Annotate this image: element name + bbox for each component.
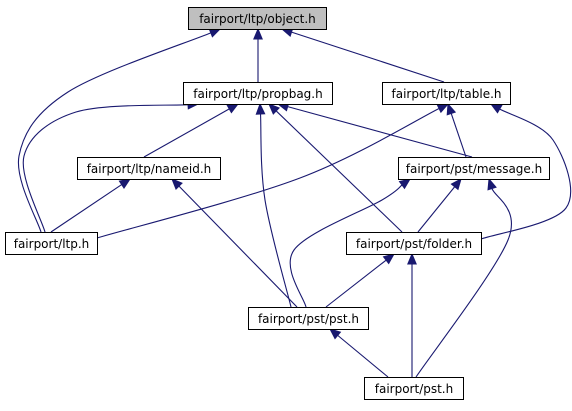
node-label: fairport/pst/message.h xyxy=(406,162,542,176)
edge-arrowhead xyxy=(255,102,266,115)
edge-folder-to-propbag xyxy=(268,103,403,233)
node-table[interactable]: fairport/ltp/table.h xyxy=(382,82,511,105)
node-folder[interactable]: fairport/pst/folder.h xyxy=(346,232,482,255)
edge-nameid-to-propbag xyxy=(143,103,240,158)
edge-arrowhead xyxy=(253,27,263,40)
node-message[interactable]: fairport/pst/message.h xyxy=(398,157,550,180)
node-pst[interactable]: fairport/pst.h xyxy=(364,377,464,400)
edge-line xyxy=(50,184,123,233)
edge-arrowhead xyxy=(407,252,417,265)
edge-line xyxy=(22,104,189,233)
edge-arrowhead xyxy=(398,178,412,190)
edge-line xyxy=(143,108,230,158)
edge-line xyxy=(96,107,440,239)
edge-line xyxy=(289,184,403,308)
node-label: fairport/pst.h xyxy=(375,382,453,396)
node-ltp[interactable]: fairport/ltp.h xyxy=(5,232,98,255)
edge-arrowhead xyxy=(436,103,450,114)
edge-pst_pst-to-folder xyxy=(325,253,396,308)
edge-pst-to-pst_pst xyxy=(329,328,389,378)
edge-line xyxy=(291,31,445,83)
edge-ltp-to-nameid xyxy=(50,178,132,233)
edge-pst-to-folder xyxy=(407,252,417,377)
node-label: fairport/ltp/propbag.h xyxy=(193,87,322,101)
edge-line xyxy=(287,106,473,158)
node-label: fairport/ltp.h xyxy=(14,237,90,251)
node-label: fairport/pst/pst.h xyxy=(258,312,359,326)
node-nameid[interactable]: fairport/ltp/nameid.h xyxy=(77,157,221,180)
edge-pst_pst-to-message xyxy=(289,178,412,308)
edge-arrowhead xyxy=(208,28,222,38)
edge-arrowhead xyxy=(446,102,457,116)
node-box xyxy=(364,377,464,400)
node-label: fairport/ltp/table.h xyxy=(392,87,502,101)
edge-line xyxy=(17,32,211,233)
node-object: fairport/ltp/object.h xyxy=(188,7,327,30)
edge-line xyxy=(178,185,298,308)
edge-line xyxy=(450,113,467,158)
node-propbag[interactable]: fairport/ltp/propbag.h xyxy=(183,82,333,105)
edge-arrowhead xyxy=(450,178,462,191)
edge-arrowhead xyxy=(118,178,132,190)
node-box xyxy=(346,232,482,255)
edge-line xyxy=(325,259,387,308)
edge-message-to-table xyxy=(446,102,467,158)
edge-folder-to-message xyxy=(417,178,462,233)
node-box xyxy=(382,82,511,105)
nodes-layer: fairport/ltp/object.h fairport/ltp/propba… xyxy=(5,7,550,400)
edge-line xyxy=(417,186,456,233)
edge-table-to-object xyxy=(280,27,445,83)
edge-line xyxy=(275,110,403,233)
node-box xyxy=(183,82,333,105)
edge-arrowhead xyxy=(329,328,342,340)
edge-arrowhead xyxy=(382,253,396,265)
edge-propbag-to-object xyxy=(253,27,263,82)
edge-arrowhead xyxy=(268,103,280,115)
edge-message-to-propbag xyxy=(276,102,473,158)
node-label: fairport/ltp/nameid.h xyxy=(87,162,212,176)
edge-arrowhead xyxy=(226,103,240,114)
edge-arrowhead xyxy=(171,178,183,190)
edge-ltp-to-table xyxy=(96,103,450,239)
edge-line xyxy=(337,334,389,378)
node-label: fairport/ltp/object.h xyxy=(199,12,316,26)
node-label: fairport/pst/folder.h xyxy=(356,237,472,251)
edge-pst_pst-to-nameid xyxy=(171,178,298,308)
node-pst-pst[interactable]: fairport/pst/pst.h xyxy=(248,307,369,330)
edge-arrowhead xyxy=(489,103,503,114)
node-box xyxy=(248,307,369,330)
node-box xyxy=(188,7,327,30)
edge-line xyxy=(259,113,292,308)
edge-arrowhead xyxy=(487,177,497,191)
edge-ltp-to-object xyxy=(17,28,222,233)
node-box xyxy=(5,232,98,255)
edge-line xyxy=(480,108,572,240)
node-box xyxy=(77,157,221,180)
node-box xyxy=(398,157,550,180)
edge-pst-to-message xyxy=(415,177,512,378)
edge-line xyxy=(415,188,512,378)
edge-pst_pst-to-propbag xyxy=(255,102,292,308)
